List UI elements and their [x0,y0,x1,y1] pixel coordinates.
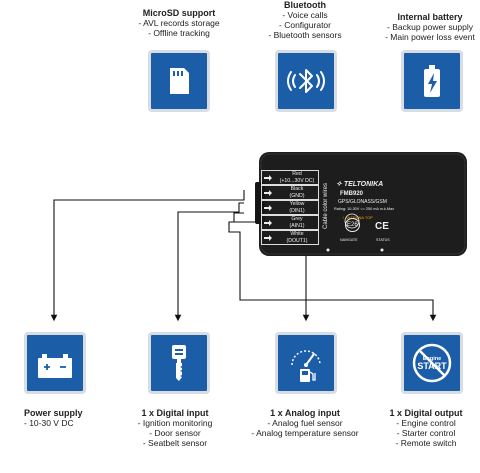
feature-line: - Remote switch [395,438,457,448]
feature-line: - 10-30 V DC [24,418,74,428]
navigate-label: NAVIGATE [340,238,358,242]
feature-line: - Seatbelt sensor [142,438,208,448]
feature-line: - Analog fuel sensor [267,418,343,428]
feature-title: Internal battery [397,12,463,22]
feature-line: - Analog temperature sensor [251,428,359,438]
wire-row-yellow: Yellow(DIN1) [261,200,319,215]
wire-label: (DIN1) [289,207,305,214]
feature-microsd: MicroSD support - AVL records storage - … [124,8,234,38]
wire-color: Black [290,186,304,192]
antenna-label: ↑ ANTENNA TOP [342,215,373,220]
status-label: STATUS [376,238,390,242]
wire-label: (+10...30V DC) [279,177,315,184]
wire-label: (AIN1) [289,222,305,229]
feature-line: - Engine control [396,418,456,428]
wire-label: (GND) [289,192,305,199]
feature-line: - Configurator [279,20,331,30]
battery-icon [401,50,463,112]
feature-title: 1 x Analog input [270,408,340,418]
bluetooth-icon [275,50,337,112]
feature-title: 1 x Digital input [141,408,209,418]
teltonika-logo-icon: ✧ [336,181,342,188]
wire-label: (DOUT1) [286,237,308,244]
car-battery-icon [24,332,86,394]
rating-label: Rating: 10-30V == 250 mA m.k.Max [334,207,395,211]
wire-digital-input [174,202,244,322]
feature-line: - Offline tracking [148,28,210,38]
arrow-right-icon [264,175,272,181]
feature-line: - Door sensor [149,428,201,438]
brand-logo: ✧ TELTONIKA [336,180,383,188]
wire-color: Red [292,171,302,177]
ignition-key-icon [148,332,210,394]
brand-name: TELTONIKA [343,181,384,188]
wire-row-white: White(DOUT1) [261,230,319,245]
feature-title: MicroSD support [142,8,216,18]
feature-digital-input: 1 x Digital input - Ignition monitoring … [115,408,235,448]
feature-line: - Backup power supply [387,22,473,32]
wire-color: Grey [291,216,303,222]
arrow-right-icon [264,235,272,241]
svg-text:Engine: Engine [423,356,441,362]
wire-digital-output [228,221,437,322]
tech-label: GPS/GLONASS/GSM [338,199,387,205]
feature-line: - AVL records storage [138,18,220,28]
wire-color: Yellow [289,201,305,207]
feature-bluetooth: Bluetooth - Voice calls - Configurator -… [250,0,360,40]
model-name: FMB920 [340,191,364,197]
feature-power-supply: Power supply - 10-30 V DC [24,408,124,428]
wire-row-grey: Grey(AIN1) [261,215,319,230]
svg-text:START: START [417,361,447,371]
arrow-right-icon [264,190,272,196]
feature-digital-output: 1 x Digital output - Engine control - St… [372,408,480,448]
feature-title: Power supply [24,408,83,418]
feature-line: - Starter control [396,428,456,438]
fuel-gauge-icon [275,332,337,394]
wire-color: White [290,231,304,237]
feature-line: - Main power loss event [385,32,475,42]
wire-row-black: Black(GND) [261,185,319,200]
engine-start-stop-icon: Engine START [401,332,463,394]
feature-analog-input: 1 x Analog input - Analog fuel sensor - … [240,408,370,438]
ce-mark: CE [375,221,389,232]
feature-title: Bluetooth [284,0,326,10]
wire-row-red: Red(+10...30V DC) [261,170,319,185]
feature-battery: Internal battery - Backup power supply -… [375,12,480,42]
arrow-right-icon [264,220,272,226]
feature-line: - Bluetooth sensors [268,30,342,40]
feature-line: - Ignition monitoring [137,418,213,428]
feature-title: 1 x Digital output [389,408,463,418]
arrow-right-icon [264,205,272,211]
e-mark: E26 [345,218,360,232]
cable-color-label: Cable color wires [323,182,330,230]
feature-line: - Voice calls [282,10,328,20]
sd-card-icon [148,50,210,112]
wire-power [50,190,245,322]
